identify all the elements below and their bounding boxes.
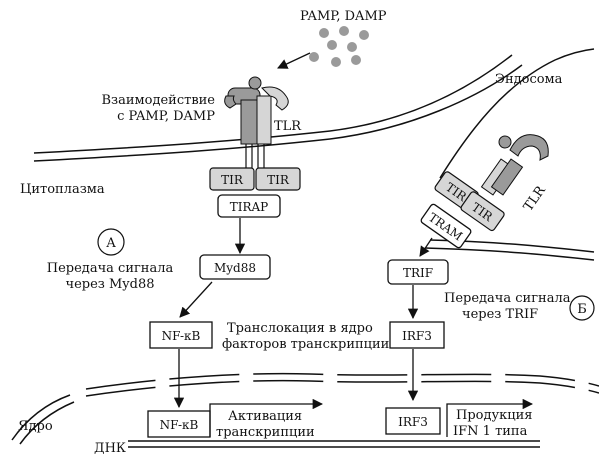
path-b-marker-circle [569,295,595,321]
nfkb-cyto-label: NF-κB [162,329,201,343]
interaction-label-line2: с PAMP, DAMP [117,109,215,124]
path-a-label-line2: через Myd88 [65,277,154,292]
nuclear-envelope [11,372,599,445]
pamp-arrow [277,52,311,69]
tir-right-label: TIR [267,173,290,187]
tir-right-box [255,167,301,191]
plasma-membrane-outer [33,54,513,154]
production-label-line1: Продукция [456,408,533,423]
tirap-label: TIRAP [230,200,269,214]
production-label-line2: IFN 1 типа [453,424,528,439]
path-a-label-line1: Передача сигнала [47,261,174,276]
interaction-label-line1: Взаимодействие [101,93,215,108]
activation-arrow [209,398,324,437]
tir-left-box [209,167,255,191]
myd88-box [199,254,271,280]
irf3-nuc-label: IRF3 [398,415,428,429]
tirap-box [217,194,281,218]
translocation-label-line2: факторов транскрипции [222,337,389,352]
endosome-label: Эндосома [495,72,563,87]
endosome-membrane-inner [424,247,595,261]
path-b-marker: Б [577,302,587,317]
tlr-endosome-label: TLR [521,183,550,215]
trif-box [387,259,449,285]
nfkb-nuc-label: NF-κB [160,418,199,432]
myd88-to-nfkb-arrow [179,281,213,318]
cytoplasm-label: Цитоплазма [20,182,105,197]
path-a-marker: А [106,236,116,251]
trif-label: TRIF [403,266,433,280]
nfkb-nuc-box [147,410,211,438]
activation-label-line2: транскрипции [216,425,315,440]
plasma-membrane-inner [33,64,523,162]
path-a-marker-circle [97,228,125,256]
myd88-label: Myd88 [214,261,256,275]
translocation-label-line1: Транслокация в ядро [227,321,373,336]
path-b-label-line1: Передача сигнала [444,291,571,306]
tir-endo-right-box [460,191,505,232]
pamp-damp-molecules [309,26,369,67]
tir-left-label: TIR [221,173,244,187]
irf3-cyto-box [389,321,445,349]
surface-tlr-receptor [224,76,289,168]
nfkb-cyto-box [149,321,213,349]
nucleus-label: Ядро [18,419,53,434]
tlr-surface-label: TLR [274,119,302,134]
pamp-damp-label: PAMP, DAMP [300,9,387,24]
irf3-nuc-box [385,407,441,435]
path-b-label-line2: через TRIF [462,307,538,322]
endosomal-tlr-receptor [480,134,549,196]
irf3-cyto-label: IRF3 [402,329,432,343]
production-arrow [446,398,534,437]
endosome-membrane-outer [439,48,595,179]
tram-to-trif-arrow [419,237,433,257]
tram-box [420,203,472,249]
dna-label: ДНК [94,441,126,456]
activation-label-line1: Активация [228,409,302,424]
